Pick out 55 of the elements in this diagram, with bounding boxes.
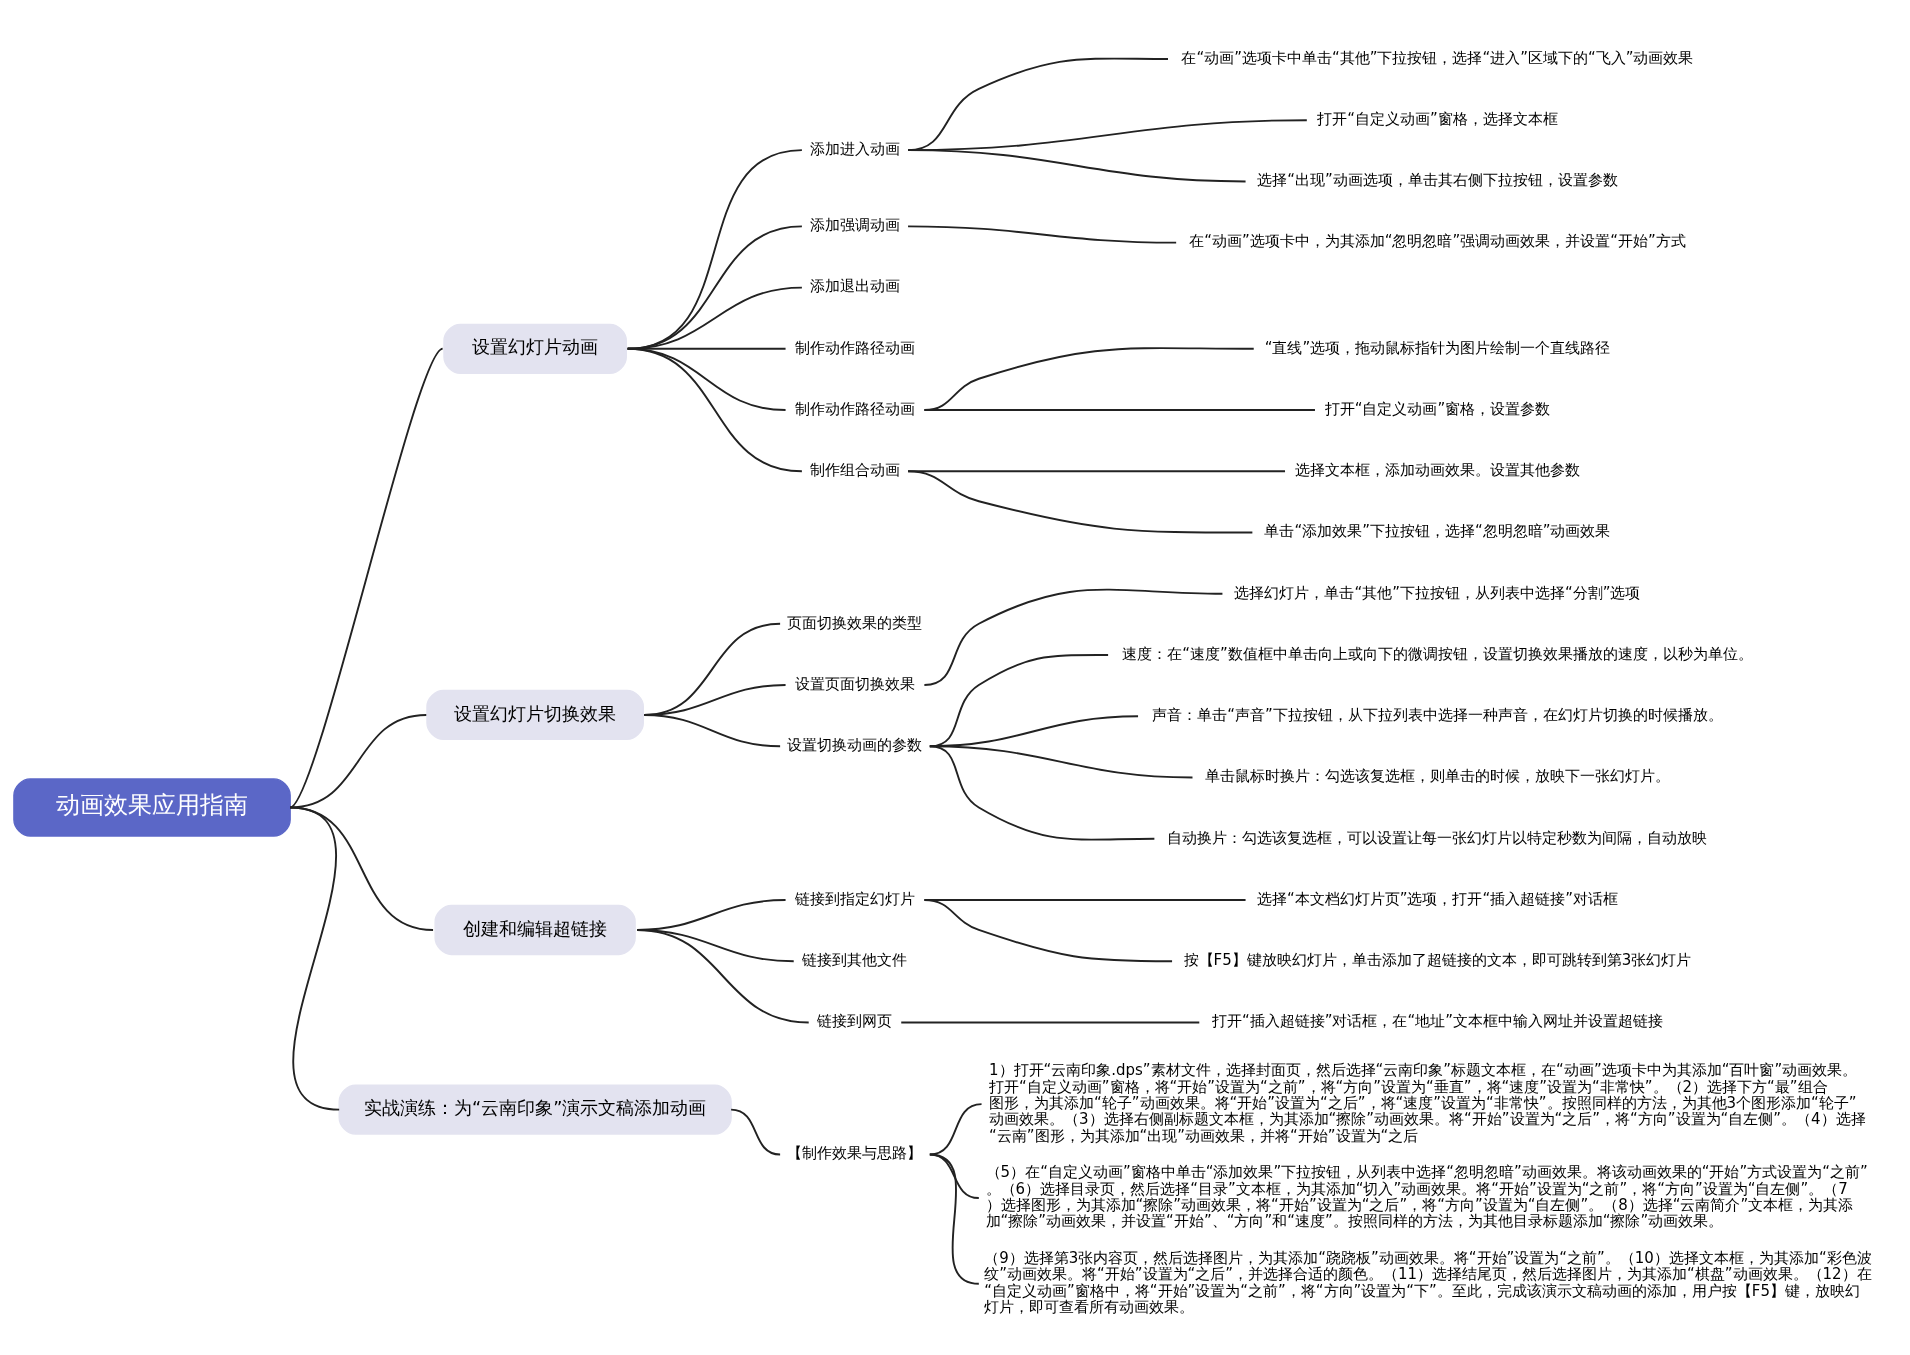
node-text: 1）打开“云南印象.dps”素材文件，选择封面页，然后选择“云南印象”标题文本框，在“动画”选项卡中为其添加“百叶窗”动画效果。打开“自定义动画”窗格，将“开始”设置为“之前”，将“方向”设置为“垂直”，将“速度”设置为“非常快”。（2）选择下方“最”组合图形，为其添加“轮子”动画效果。将“开始”设置为“之后”，将“速度”设置为“非常快”。按照同样的方法，为其他3个图形添加“轮子”动画效果。（3）选择右侧副标题文本框，为其添加“擦除”动画效果。将“开始”设置为“之后”，将“方向”设置为“自左侧”。（4）选择“云南”图形，为其添加“出现”动画效果，并将“开始”设置为“之后 <box>989 1061 1866 1145</box>
node-box: 创建和编辑超链接 <box>434 904 636 956</box>
node-text: 选择“出现”动画选项，单击其右侧下拉按钮，设置参数 <box>1257 171 1618 190</box>
node-text: 速度：在“速度”数值框中单击向上或向下的微调按钮，设置切换效果播放的速度，以秒为单位。 <box>1122 644 1753 663</box>
node-text: 在“动画”选项卡中单击“其他”下拉按钮，选择“进入”区域下的“飞入”动画效果 <box>1181 48 1694 67</box>
node-text: 设置页面切换效果 <box>794 674 915 693</box>
connector <box>907 225 1178 244</box>
connector <box>643 713 782 748</box>
connector <box>928 1103 983 1156</box>
node-text: 选择文本框，添加动画效果。设置其他参数 <box>1294 461 1580 480</box>
node-text: 单击“添加效果”下拉按钮，选择“忽明忽暗”动画效果 <box>1264 522 1611 541</box>
node-text: 按【F5】键放映幻灯片，单击添加了超链接的文本，即可跳转到第3张幻灯片 <box>1183 951 1692 970</box>
node-box: 设置幻灯片动画 <box>443 323 627 374</box>
node-box: 实战演练：为“云南印象”演示文稿添加动画 <box>338 1084 732 1135</box>
connector <box>923 588 1224 686</box>
node-text: 【制作效果与思路】 <box>787 1144 923 1163</box>
connector <box>626 347 803 473</box>
node-text: 链接到其他文件 <box>802 951 908 970</box>
node-text: 打开“自定义动画”窗格，选择文本框 <box>1317 110 1558 128</box>
node-text: （9）选择第3张内容页，然后选择图片，为其添加“跷跷板”动画效果。将“开始”设置为“之前”。（10）选择文本框，为其添加“彩色波纹”动画效果。将“开始”设置为“之后”，并选择合适的颜色。（11）选择结尾页，然后选择图片，为其添加“棋盘”动画效果。（12）在“自定义动画”窗格中，将“开始”设置为“之前”，将“方向”设置为“下”。至此，完成该演示文稿动画的添加，用户按【F5】键，放映幻灯片，即可查看所有动画效果。 <box>984 1249 1872 1317</box>
connector <box>928 1153 980 1285</box>
node-text: 单击鼠标时换片：勾选该复选框，则单击的时候，放映下一张幻灯片。 <box>1204 767 1670 786</box>
node-text: 打开“自定义动画”窗格，设置参数 <box>1324 399 1551 418</box>
node-text: 添加强调动画 <box>809 216 900 235</box>
node-text: 选择“本文档幻灯片页”选项，打开“插入超链接”对话框 <box>1256 889 1618 908</box>
node-text: 设置切换动画的参数 <box>787 736 923 755</box>
node-box: 设置幻灯片切换效果 <box>426 689 644 741</box>
node-box: 动画效果应用指南 <box>13 778 291 837</box>
connector <box>900 1021 1201 1024</box>
connector <box>907 149 1247 183</box>
connector <box>923 899 1174 963</box>
node-text: 添加退出动画 <box>809 277 900 296</box>
node-text: 声音：单击“声音”下拉按钮，从下拉列表中选择一种声音，在幻灯片切换的时候播放。 <box>1152 706 1723 725</box>
connector <box>928 745 1156 841</box>
node-text: 链接到网页 <box>817 1012 893 1031</box>
connector <box>289 806 341 1111</box>
connector <box>923 409 1316 412</box>
connector <box>730 1108 782 1156</box>
connector <box>289 347 444 809</box>
node-text: 制作组合动画 <box>809 461 900 480</box>
node-text: 制作动作路径动画 <box>794 338 915 357</box>
node-text: 制作动作路径动画 <box>794 399 915 418</box>
node-text: 打开“插入超链接”对话框，在“地址”文本框中输入网址并设置超链接 <box>1211 1012 1663 1031</box>
node-text: 页面切换效果的类型 <box>787 613 923 632</box>
connector <box>636 929 810 1024</box>
node-text: 选择幻灯片，单击“其他”下拉按钮，从列表中选择“分割”选项 <box>1234 583 1641 602</box>
node-text: 自动换片：勾选该复选框，可以设置让每一张幻灯片以特定秒数为间隔，自动放映 <box>1167 828 1708 847</box>
node-text: 添加进入动画 <box>809 139 900 158</box>
node-text: 链接到指定幻灯片 <box>794 889 915 908</box>
node-text: 在“动画”选项卡中，为其添加“忽明忽暗”强调动画效果，并设置“开始”方式 <box>1189 232 1686 251</box>
node-text: （5）在“自定义动画”窗格中单击“添加效果”下拉按钮，从列表中选择“忽明忽暗”动画效果。将该动画效果的“开始”方式设置为“之前”。（6）选择目录页，然后选择“目录”文本框，为其添加“切入”动画效果。将“开始”设置为“之前”，将“方向”设置为“自左侧”。（7）选择图形，为其添加“擦除”动画效果，将“开始”设置为“之后”，将“方向”设置为“自左侧”。（8）选择“云南简介”文本框，为其添加“擦除”动画效果，并设置“开始”、“方向”和“速度”。按照同样的方法，为其他目录标题添加“擦除”动画效果。 <box>985 1163 1868 1231</box>
connector <box>289 713 428 809</box>
node-text: “直线”选项，拖动鼠标指针为图片绘制一个直线路径 <box>1264 338 1611 357</box>
connector <box>907 470 1254 534</box>
connector <box>289 806 435 931</box>
